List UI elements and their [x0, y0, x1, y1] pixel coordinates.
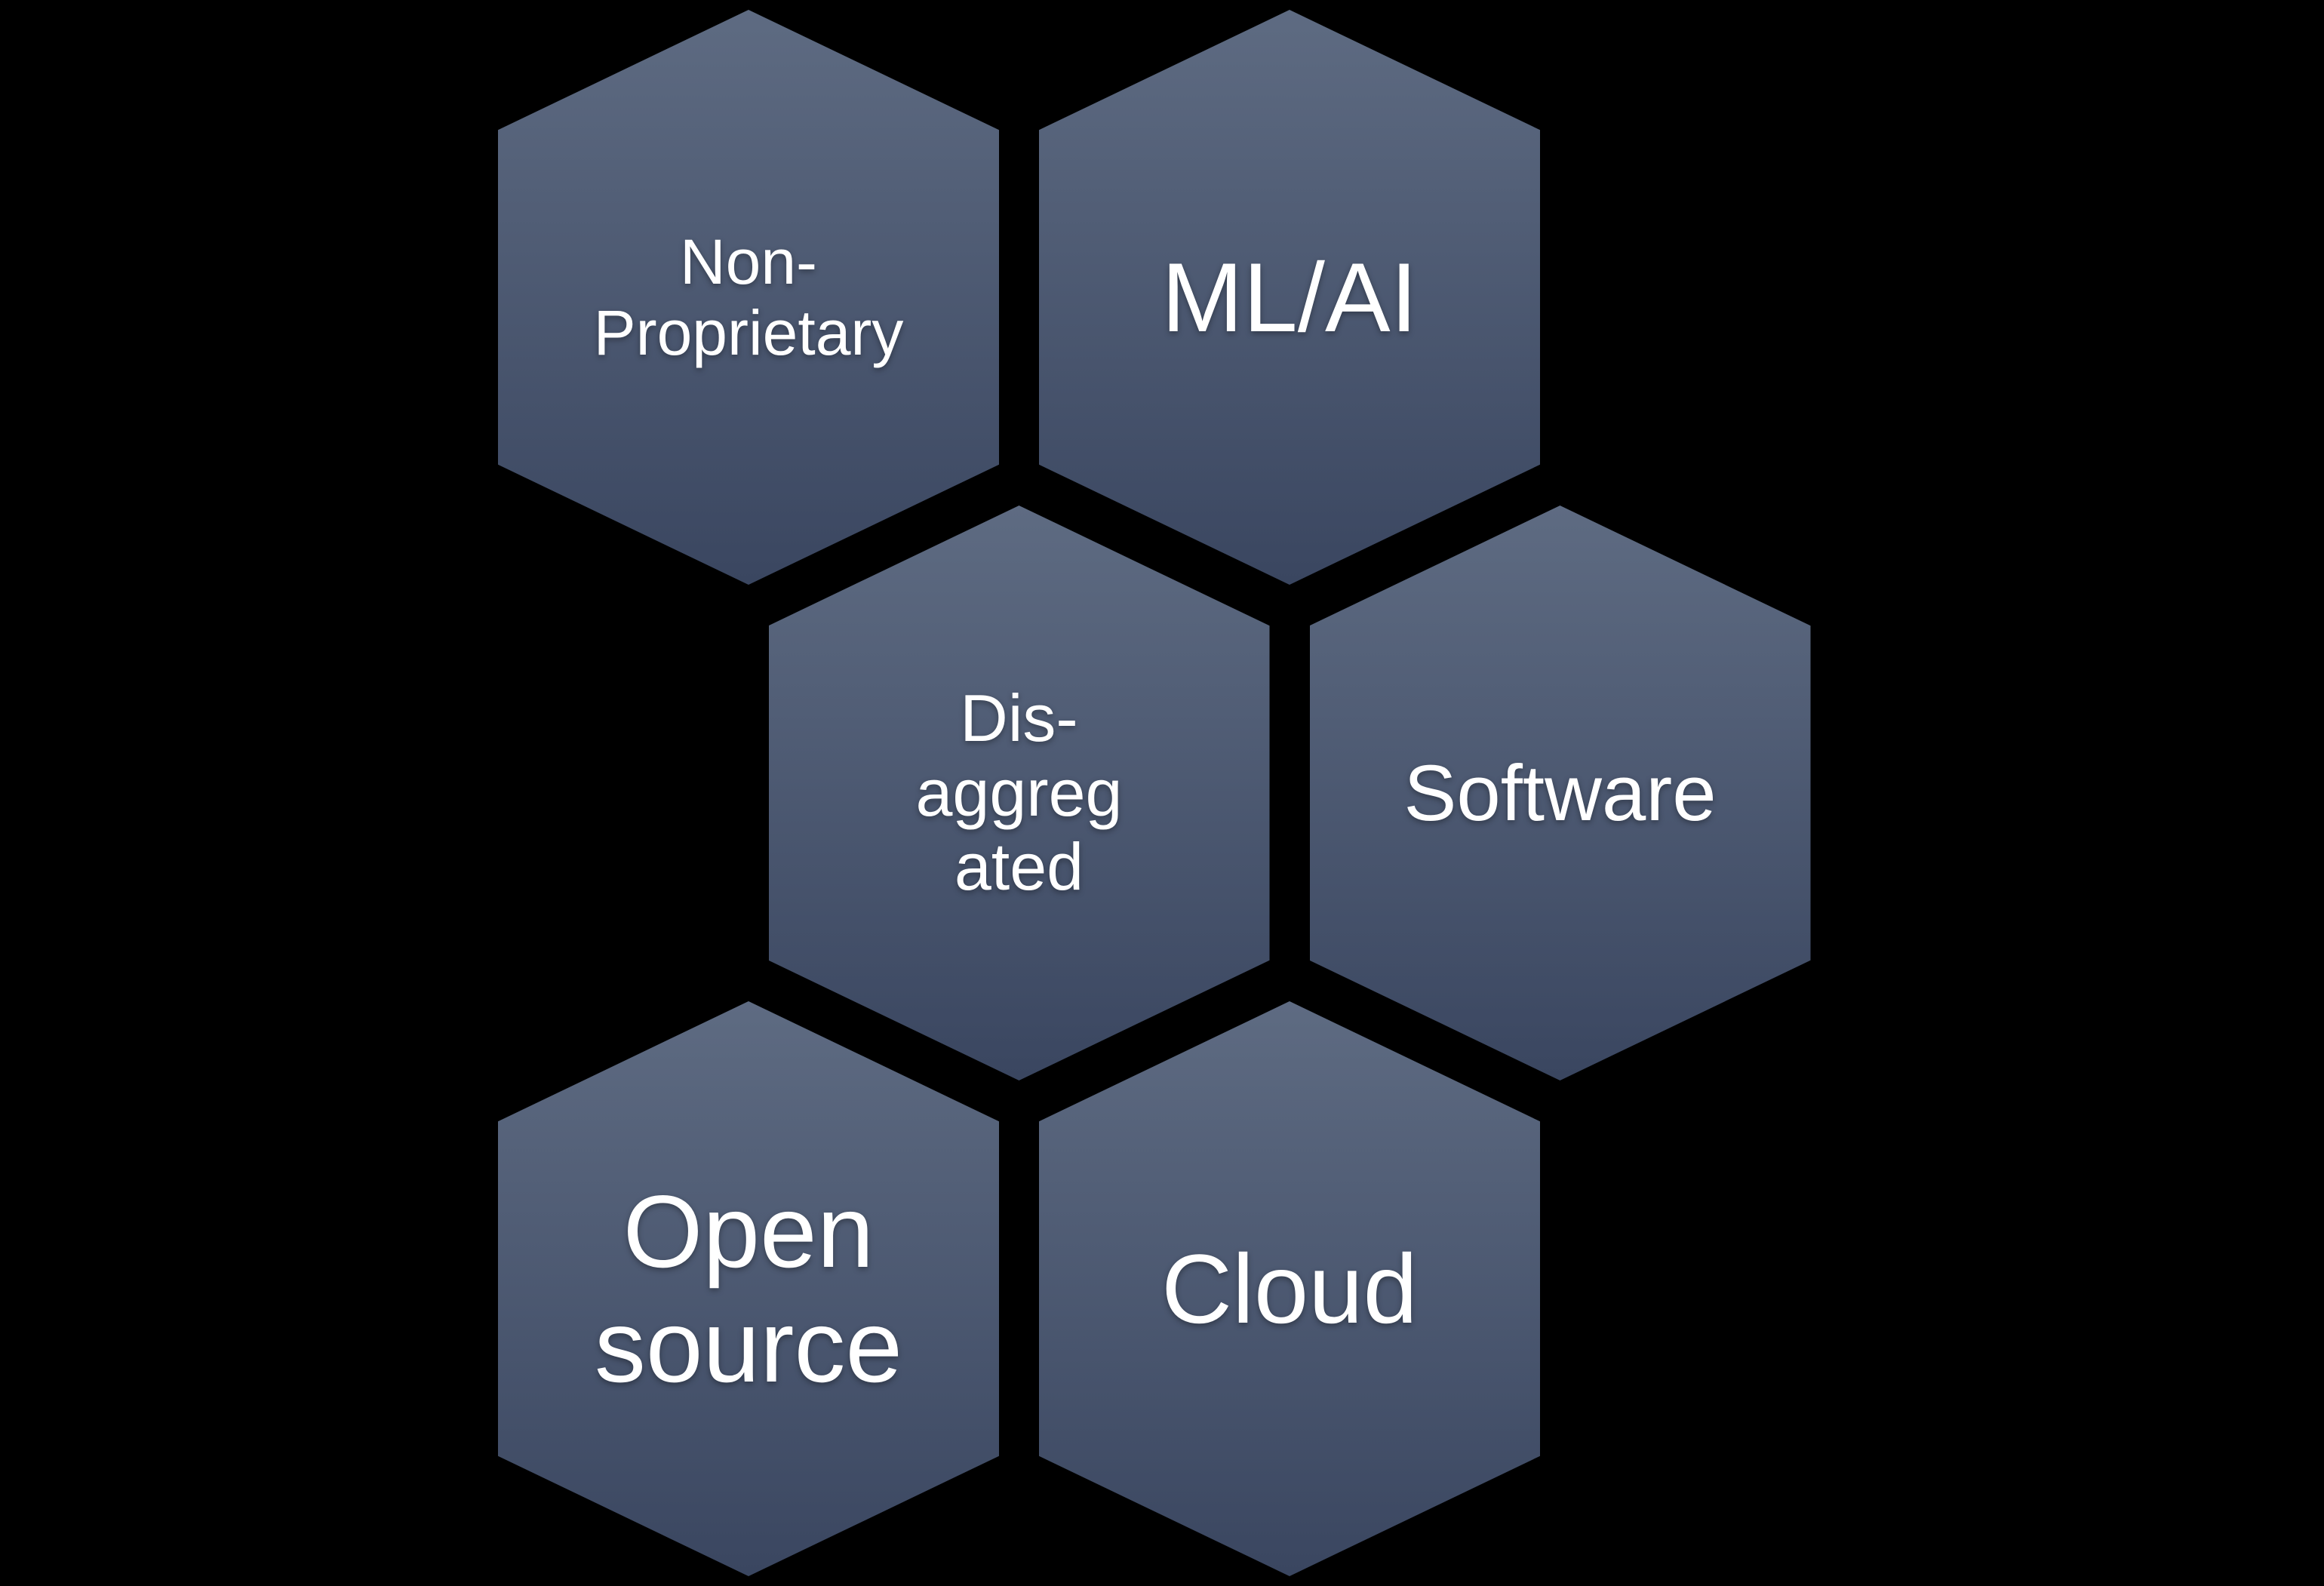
hexagon-label: Non-Proprietary	[594, 226, 904, 368]
hexagon-label-line: ated	[954, 829, 1084, 905]
hexagon-label-line: Cloud	[1161, 1234, 1418, 1344]
hexagon-label-line: Open	[622, 1173, 875, 1289]
hexagon-label-line: source	[594, 1289, 903, 1403]
hexagon-label-line: ML/AI	[1161, 242, 1418, 352]
hexagon-cloud: Cloud	[1039, 1001, 1540, 1576]
hexagon-label: ML/AI	[1161, 248, 1418, 346]
hexagon-software: Software	[1309, 506, 1811, 1080]
hexagon-label-line: Software	[1403, 748, 1717, 838]
hexagon-label-line: aggreg	[915, 755, 1123, 830]
hexagon-label: Software	[1403, 754, 1716, 833]
hexagon-label-line: Non-	[679, 226, 818, 297]
hexagon-non-proprietary: Non-Proprietary	[498, 10, 999, 585]
hexagon-label: Cloud	[1161, 1240, 1418, 1338]
hexagon-label-line: Proprietary	[593, 297, 904, 368]
hexagon-ml-ai: ML/AI	[1039, 10, 1540, 585]
hexagon-label-line: Dis-	[960, 681, 1078, 756]
